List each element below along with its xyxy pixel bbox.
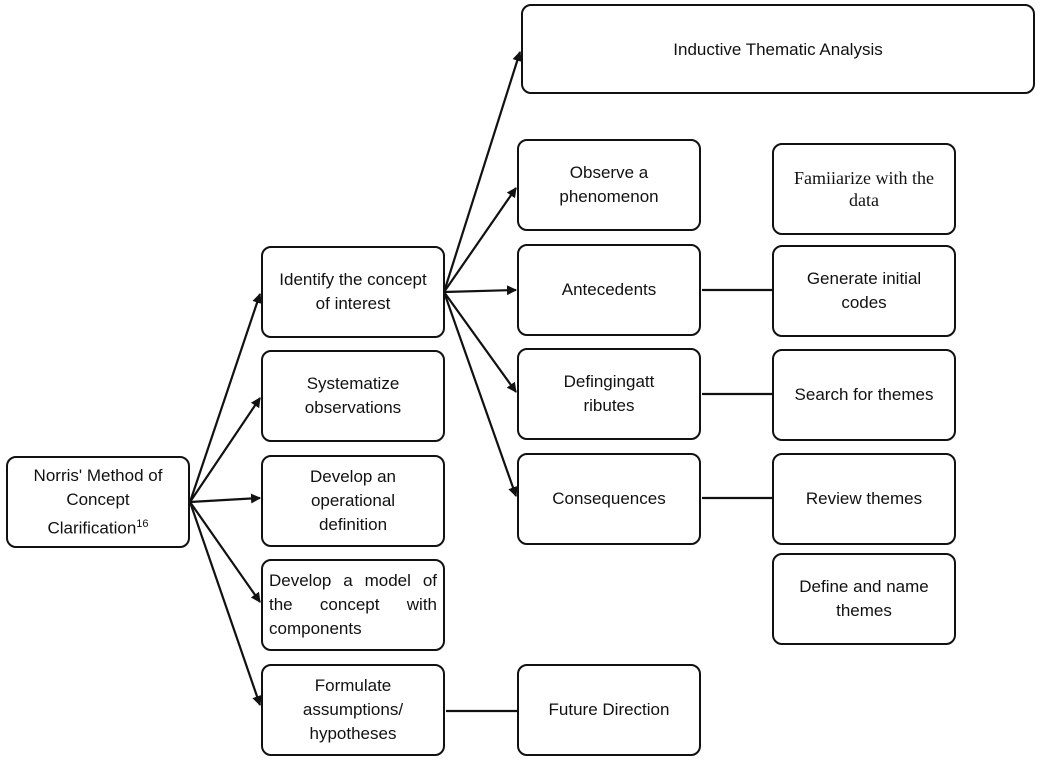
observe-label: Observe a phenomenon <box>559 163 659 206</box>
step-identify-box: Identify the concept of interest <box>261 246 445 338</box>
arrow-root-to-identify <box>188 293 262 503</box>
arrow-identify-to-antecedents <box>443 285 517 296</box>
step-identify-label: Identify the concept of interest <box>279 270 427 313</box>
define-themes-box: Define and name themes <box>772 553 956 645</box>
step-formulate-box: Formulate assumptions/ hypotheses <box>261 664 445 756</box>
inductive-thematic-label: Inductive Thematic Analysis <box>673 40 883 59</box>
familiarize-label: Famiiarize with the data <box>794 168 934 210</box>
arrow-root-to-model <box>189 501 261 603</box>
root-superscript: 16 <box>136 517 149 530</box>
root-label: Norris' Method of Concept Clarification <box>33 465 163 538</box>
step-operational-label: Develop an operational definition <box>309 467 396 534</box>
inductive-thematic-box: Inductive Thematic Analysis <box>521 4 1035 94</box>
codes-box: Generate initial codes <box>772 245 956 337</box>
search-themes-box: Search for themes <box>772 349 956 441</box>
consequences-box: Consequences <box>517 453 701 545</box>
attributes-label: Defingingattributes <box>563 372 655 415</box>
observe-box: Observe a phenomenon <box>517 139 701 231</box>
antecedents-label: Antecedents <box>561 280 657 299</box>
future-direction-label: Future Direction <box>548 700 670 719</box>
step-model-label: Develop a model of the concept with comp… <box>269 571 437 638</box>
familiarize-box: Famiiarize with the data <box>772 143 956 235</box>
step-systematize-box: Systematize observations <box>261 350 445 442</box>
review-themes-label: Review themes <box>805 489 923 508</box>
review-themes-box: Review themes <box>772 453 956 545</box>
arrow-identify-to-inductive <box>442 51 523 293</box>
arrow-root-to-formulate <box>188 501 262 706</box>
consequences-label: Consequences <box>552 489 666 508</box>
future-direction-box: Future Direction <box>517 664 701 756</box>
arrow-root-to-systematize <box>189 397 261 503</box>
define-themes-label: Define and name themes <box>799 577 929 620</box>
arrow-identify-to-consequences <box>442 291 518 497</box>
arrow-root-to-operational <box>189 493 261 504</box>
antecedents-box: Antecedents <box>517 244 701 336</box>
step-operational-box: Develop an operational definition <box>261 455 445 547</box>
search-themes-label: Search for themes <box>794 385 934 404</box>
codes-label: Generate initial codes <box>806 269 922 312</box>
arrow-identify-to-attributes <box>443 291 517 393</box>
arrow-identify-to-observe <box>443 187 517 293</box>
step-model-box: Develop a model of the concept with comp… <box>261 559 445 651</box>
attributes-box: Defingingattributes <box>517 348 701 440</box>
step-systematize-label: Systematize observations <box>304 374 402 417</box>
root-method-box: Norris' Method of Concept Clarification1… <box>6 456 190 548</box>
step-formulate-label: Formulate assumptions/ hypotheses <box>302 676 404 743</box>
